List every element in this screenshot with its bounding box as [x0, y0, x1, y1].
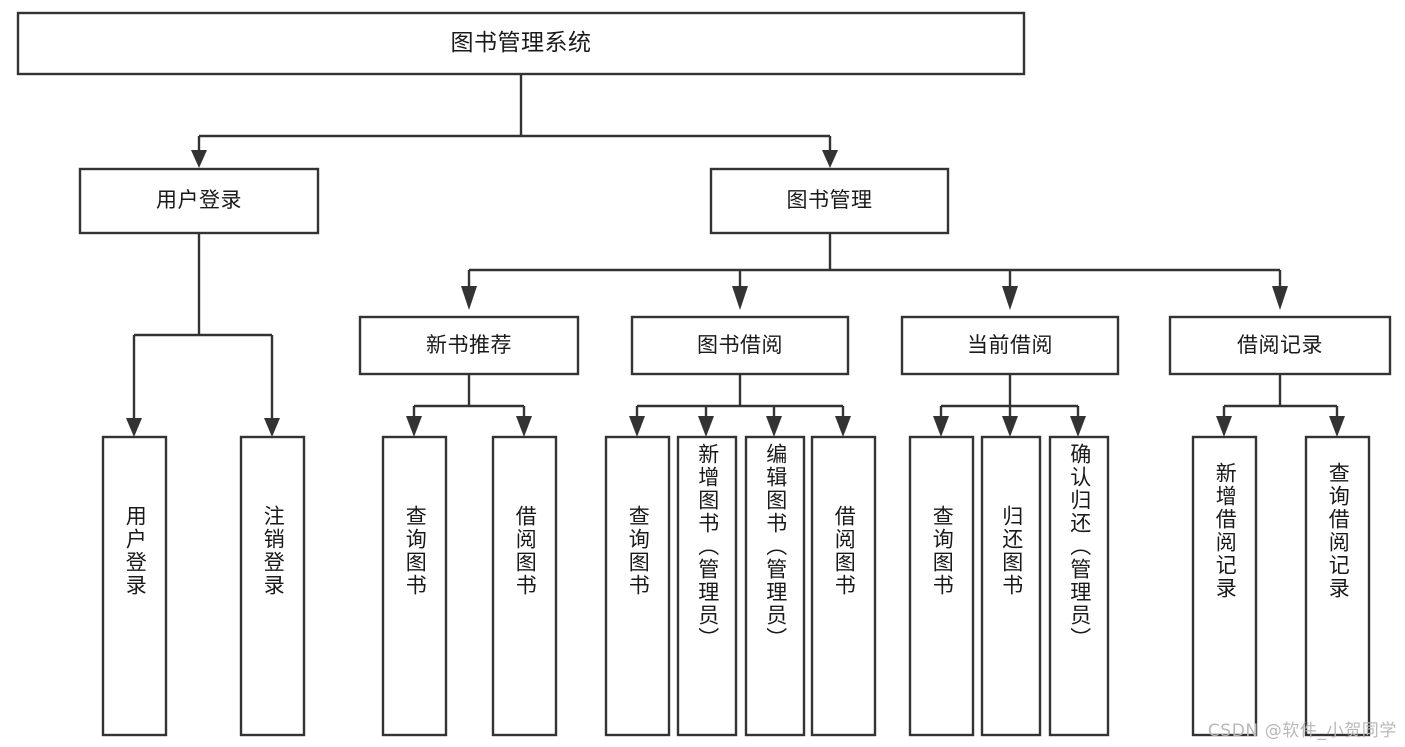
arrow-head-leaf-query-book-3	[933, 416, 949, 437]
connector-group-book-borrow	[629, 374, 851, 437]
node-box-leaf-borrow-book-2[interactable]	[810, 435, 877, 737]
node-box-leaf-edit-book[interactable]	[744, 435, 806, 737]
arrow-head-borrow-record	[1272, 286, 1288, 310]
node-box-user-login[interactable]	[78, 167, 320, 235]
node-box-leaf-add-book[interactable]	[676, 435, 738, 737]
arrow-head-leaf-borrow-book-2	[835, 416, 851, 437]
arrow-head-leaf-user-login	[126, 418, 142, 437]
connector-group-new-book-rec	[406, 374, 532, 437]
connector-group-book-manage	[461, 233, 1288, 310]
node-box-leaf-query-record[interactable]	[1304, 435, 1371, 737]
node-box-new-book-rec[interactable]	[358, 315, 580, 376]
arrow-head-user-login	[191, 150, 207, 168]
arrow-head-leaf-add-book	[698, 416, 714, 437]
arrow-head-leaf-query-record	[1329, 416, 1345, 437]
connector-group-borrow-record	[1216, 374, 1345, 437]
node-box-book-manage[interactable]	[709, 167, 950, 235]
node-box-leaf-add-record[interactable]	[1191, 435, 1258, 737]
connector-group-current-borrow	[933, 374, 1086, 437]
connector-group-root	[191, 75, 838, 168]
arrow-head-book-manage	[822, 150, 838, 168]
watermark-text: CSDN @软件_小贺同学	[1207, 721, 1397, 741]
node-box-leaf-confirm-return[interactable]	[1048, 435, 1110, 737]
arrow-head-leaf-logout-login	[264, 418, 280, 437]
arrow-head-leaf-query-book-1	[406, 416, 422, 437]
node-box-leaf-query-book-3[interactable]	[908, 435, 975, 737]
connector-group-user-login	[126, 233, 280, 437]
node-box-root[interactable]	[16, 11, 1026, 76]
arrow-head-leaf-add-record	[1216, 416, 1232, 437]
node-box-book-borrow[interactable]	[630, 315, 850, 376]
arrow-head-current-borrow	[1002, 286, 1018, 310]
node-box-leaf-borrow-book-1[interactable]	[491, 435, 558, 737]
arrow-head-leaf-confirm-return	[1070, 416, 1086, 437]
node-box-leaf-user-login[interactable]	[101, 435, 168, 737]
node-box-leaf-logout-login[interactable]	[239, 435, 306, 737]
arrow-head-leaf-return-book	[1002, 416, 1018, 437]
arrow-head-leaf-edit-book	[766, 416, 782, 437]
node-box-current-borrow[interactable]	[900, 315, 1120, 376]
arrow-head-book-borrow	[732, 286, 748, 310]
arrow-head-leaf-query-book-2	[629, 416, 645, 437]
node-box-borrow-record[interactable]	[1168, 315, 1392, 376]
arrow-head-new-book-rec	[461, 286, 477, 310]
node-box-leaf-query-book-2[interactable]	[604, 435, 671, 737]
node-box-leaf-return-book[interactable]	[980, 435, 1042, 737]
arrow-head-leaf-borrow-book-1	[516, 416, 532, 437]
node-box-leaf-query-book-1[interactable]	[381, 435, 448, 737]
